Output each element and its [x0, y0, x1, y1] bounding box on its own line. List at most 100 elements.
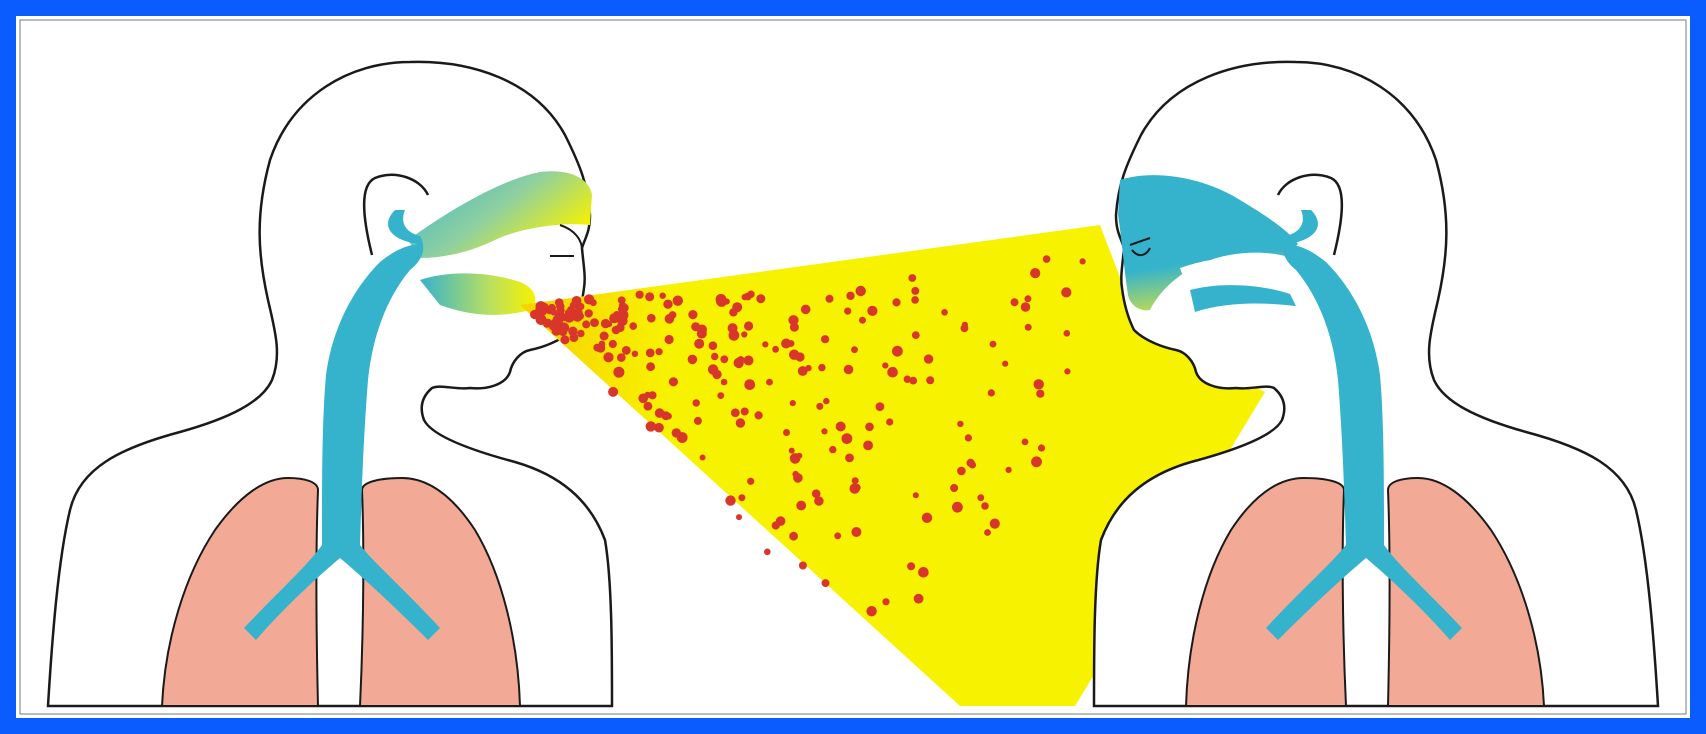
- droplet: [551, 309, 558, 316]
- droplet: [950, 484, 958, 492]
- droplet: [691, 322, 700, 331]
- droplet: [660, 293, 666, 299]
- droplet: [790, 453, 801, 464]
- droplet: [655, 408, 665, 418]
- droplet: [741, 331, 747, 337]
- droplet: [876, 402, 885, 411]
- droplet: [914, 594, 924, 604]
- droplet: [789, 532, 798, 541]
- droplet: [688, 355, 698, 365]
- droplet: [859, 317, 866, 324]
- droplet: [582, 320, 590, 328]
- droplet: [918, 567, 929, 578]
- droplet: [549, 323, 556, 330]
- droplet: [856, 286, 866, 296]
- droplet: [866, 606, 876, 616]
- droplet: [796, 501, 806, 511]
- droplet: [913, 492, 919, 498]
- droplet: [694, 339, 704, 349]
- droplet: [663, 300, 672, 309]
- droplet: [886, 418, 893, 425]
- droplet: [648, 391, 656, 399]
- droplet: [823, 398, 829, 404]
- droplet: [850, 483, 860, 493]
- droplet: [665, 335, 674, 344]
- droplet: [1034, 379, 1044, 389]
- droplet: [756, 294, 765, 303]
- droplet: [990, 341, 997, 348]
- droplet: [1006, 467, 1012, 473]
- droplet: [725, 495, 735, 505]
- droplet: [717, 392, 724, 399]
- droplet: [1002, 361, 1008, 367]
- droplet: [865, 423, 874, 432]
- droplet: [610, 341, 617, 348]
- droplet: [729, 308, 737, 316]
- droplet: [736, 514, 742, 520]
- droplet: [805, 365, 811, 371]
- droplet: [1043, 255, 1051, 263]
- droplet: [1011, 298, 1019, 306]
- droplet: [712, 370, 721, 379]
- droplet: [941, 309, 948, 316]
- droplet: [744, 356, 754, 366]
- droplet: [852, 477, 859, 484]
- droplet: [822, 579, 830, 587]
- droplet: [570, 333, 579, 342]
- droplet: [600, 332, 609, 341]
- droplet: [570, 302, 577, 309]
- droplet: [646, 362, 655, 371]
- droplet: [904, 376, 911, 383]
- droplet: [603, 352, 613, 362]
- droplet: [1030, 268, 1040, 278]
- droplet: [911, 296, 919, 304]
- droplet: [1031, 456, 1042, 467]
- droplet: [693, 399, 700, 406]
- droplet: [799, 562, 807, 570]
- droplet: [1064, 368, 1070, 374]
- droplet: [629, 322, 637, 330]
- droplet: [716, 294, 727, 305]
- droplet: [924, 354, 933, 363]
- droplet: [977, 494, 984, 501]
- droplet: [721, 379, 728, 386]
- droplet: [744, 321, 753, 330]
- droplet: [590, 299, 597, 306]
- droplet: [638, 394, 648, 404]
- droplet: [669, 311, 677, 319]
- droplet: [1021, 302, 1031, 312]
- droplet: [738, 494, 745, 501]
- droplet: [1064, 330, 1071, 337]
- droplet: [801, 305, 811, 315]
- droplet: [766, 379, 773, 386]
- droplet: [887, 367, 898, 378]
- droplet: [863, 441, 873, 451]
- droplet: [844, 365, 854, 375]
- droplet: [656, 348, 663, 355]
- droplet: [654, 423, 664, 433]
- droplet: [558, 327, 567, 336]
- droplet: [821, 335, 829, 343]
- droplet: [793, 473, 803, 483]
- droplet: [762, 341, 768, 347]
- droplet: [851, 346, 858, 353]
- droplet: [789, 350, 799, 360]
- droplet: [842, 433, 853, 444]
- droplet: [617, 353, 626, 362]
- droplet: [742, 294, 749, 301]
- droplet: [735, 359, 744, 368]
- droplet: [1038, 444, 1045, 451]
- droplet: [720, 355, 728, 363]
- droplet: [882, 362, 888, 368]
- droplet: [907, 562, 915, 570]
- droplet: [764, 549, 771, 556]
- droplet: [613, 311, 621, 319]
- droplet: [711, 353, 718, 360]
- droplet: [606, 321, 612, 327]
- droplet: [1036, 390, 1044, 398]
- droplet: [636, 291, 644, 299]
- droplet: [846, 292, 854, 300]
- droplet: [645, 292, 654, 301]
